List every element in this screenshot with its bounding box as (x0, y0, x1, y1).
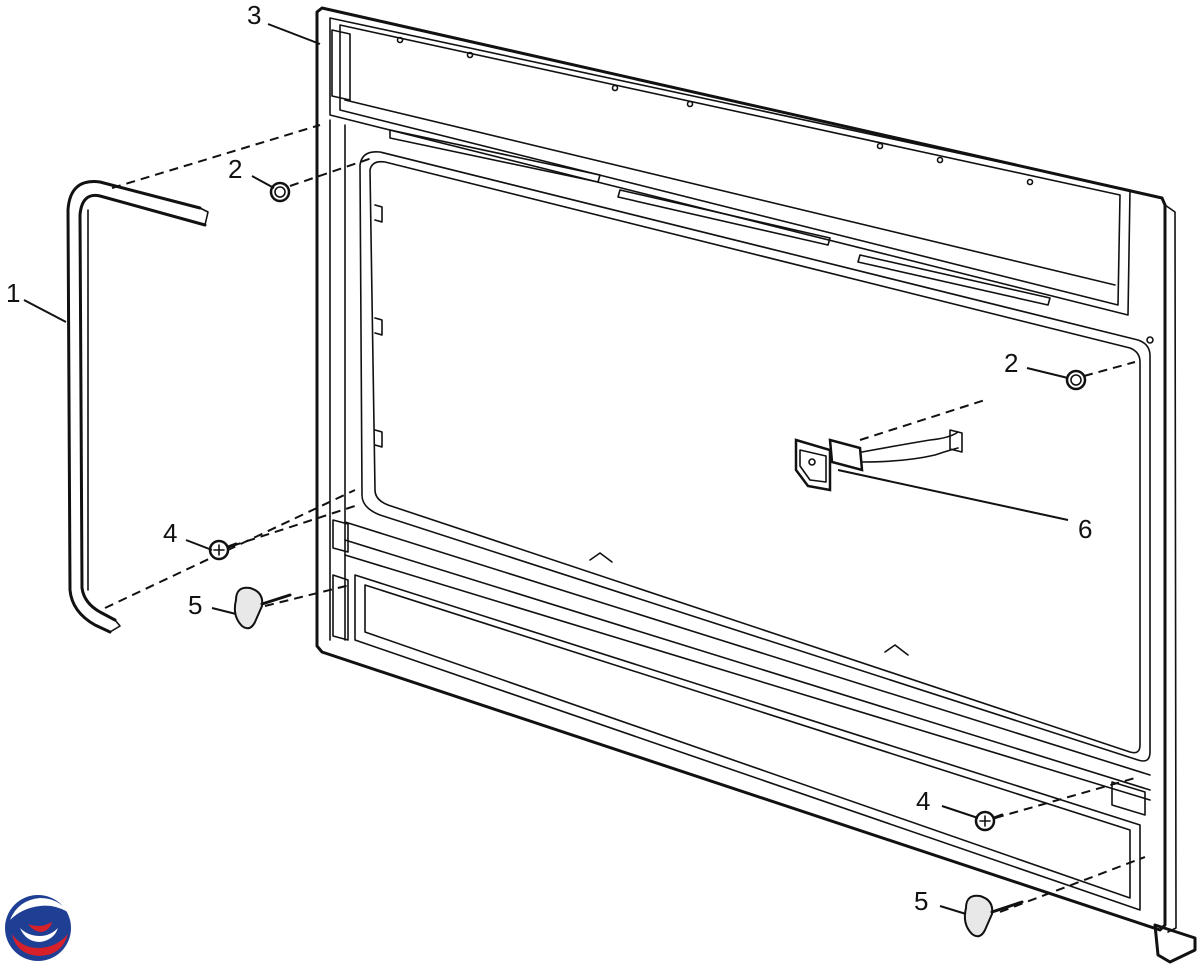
door-bumper-right (1065, 369, 1087, 391)
callout-5-left: 5 (188, 590, 202, 620)
callout-5-right: 5 (914, 886, 928, 916)
hinge-pin-left (233, 586, 292, 630)
door-liner-frame (315, 6, 1197, 964)
lamp-socket-assembly (794, 429, 963, 492)
callout-4-right: 4 (916, 786, 930, 816)
assembly-lines (104, 124, 1146, 913)
callout-labels: 3 2 1 4 5 2 6 4 5 (6, 0, 1092, 916)
door-bumper-top-left (269, 181, 291, 203)
screw-left (208, 539, 238, 561)
callout-6: 6 (1078, 514, 1092, 544)
frame-rivets (396, 36, 1154, 344)
callout-1: 1 (6, 278, 20, 308)
callout-2-top: 2 (228, 154, 242, 184)
door-gasket (66, 180, 209, 634)
screw-right (974, 810, 1004, 832)
callout-3: 3 (247, 0, 261, 30)
leader-lines (23, 23, 1069, 915)
callout-2-right: 2 (1004, 348, 1018, 378)
callout-4-left: 4 (163, 518, 177, 548)
hinge-pin-right (963, 894, 1024, 938)
swirl-logo-icon (5, 895, 71, 961)
